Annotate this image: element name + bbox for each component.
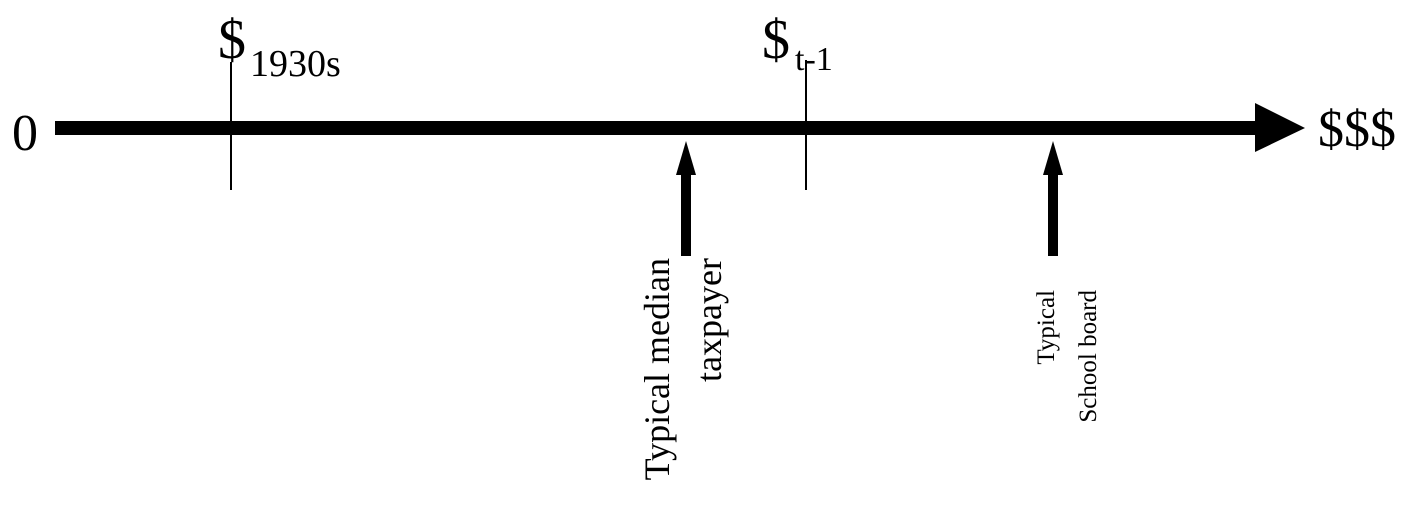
axis-arrowhead [1255,103,1305,152]
marker-1930s: $ 1930s [218,9,341,190]
marker-1930s-symbol: $ [218,9,246,71]
school-board-pointer: Typical School board [1033,141,1102,423]
median-taxpayer-pointer: Typical median taxpayer [637,141,729,480]
school-board-arrowhead [1043,141,1063,175]
marker-t-minus-1-subscript: t-1 [795,41,833,78]
marker-1930s-subscript: 1930s [250,43,341,85]
marker-t-minus-1-symbol: $ [762,9,790,71]
median-taxpayer-arrowhead [676,141,696,175]
axis-origin-label: 0 [12,105,38,162]
axis-end-label: $$$ [1318,101,1396,158]
median-taxpayer-label-line2: taxpayer [689,258,729,382]
school-board-label-line2: School board [1075,290,1102,423]
median-taxpayer-label-line1: Typical median [637,258,677,480]
marker-t-minus-1: $ t-1 [762,9,833,190]
school-board-label-line1: Typical [1033,290,1060,365]
